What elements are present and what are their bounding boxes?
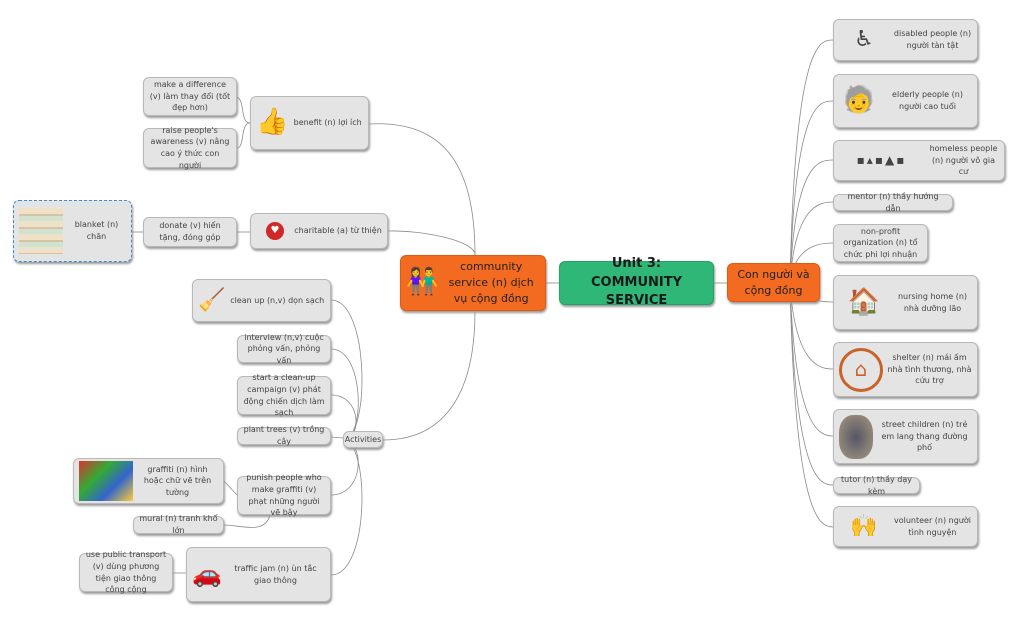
traffic-jam-node[interactable]: 🚗 traffic jam (n) ùn tắc giao thông [186,547,331,602]
clean-up-icon: 🧹 [198,287,226,313]
raised-hands-icon: 🙌 [850,513,878,539]
blanket-label: blanket (n) chăn [74,220,119,241]
disabled-people-label: disabled people (n) người tàn tật [893,29,972,50]
thumbs-up-icon: 👍 [256,107,289,138]
punish-node[interactable]: punish people who make graffiti (v) phạt… [237,473,331,517]
elderly-person-icon: 🧓 [842,85,876,116]
interview-node[interactable]: interview (n,v) cuộc phỏng vấn, phỏng vấ… [237,333,331,365]
nursing-home-label: nursing home (n) nhà dưỡng lão [897,291,968,313]
mentor-label: mentor (n) thầy hướng dẫn [847,191,939,213]
shelter-icon: ⌂ [839,347,883,392]
volunteer-node[interactable]: 🙌 volunteer (n) người tình nguyện [833,506,978,547]
graffiti-icon [79,461,133,501]
raise-awareness-label: raise people's awareness (v) nâng cao ý … [150,125,230,170]
public-transport-label: use public transport (v) dùng phương tiệ… [85,550,167,595]
shelter-node[interactable]: ⌂shelter (n) mái ấm nhà tình thương, nhà… [833,342,978,397]
volunteer-label: volunteer (n) người tình nguyện [894,515,971,537]
street-children-label: street children (n) trẻ em lang thang đư… [881,420,968,453]
clean-up-label: clean up (n,v) dọn sạch [230,295,325,305]
shelter-label: shelter (n) mái ấm nhà tình thương, nhà … [887,353,972,386]
punish-label: punish people who make graffiti (v) phạt… [246,473,322,518]
traffic-jam-icon: 🚗 [192,560,222,589]
people-circle-icon: 👫 [406,267,439,298]
campaign-node[interactable]: start a clean-up campaign (v) phát động … [237,373,331,417]
community-service-node[interactable]: 👫 community service (n) dịch vụ cộng đồn… [400,255,546,311]
homeless-people-node[interactable]: ▪▴▪▲▪ homeless people (n) người vô gia cư [833,140,1005,181]
clean-up-node[interactable]: 🧹 clean up (n,v) dọn sạch [192,279,331,322]
homeless-people-label: homeless people (n) người vô gia cư [929,144,998,177]
activities-label: Activities [344,434,382,444]
charitable-label: charitable (a) từ thiện [294,226,382,236]
make-difference-label: make a difference (v) làm thay đổi (tốt … [149,80,231,113]
make-difference-node[interactable]: make a difference (v) làm thay đổi (tốt … [143,77,237,116]
people-community-node[interactable]: Con người và cộng đồng [727,263,820,302]
mural-label: mural (n) tranh khổ lớn [139,514,218,535]
donate-node[interactable]: donate (v) hiến tặng, đóng góp [143,217,237,247]
benefit-label: benefit (n) lợi ích [293,118,362,128]
non-profit-node[interactable]: non-profit organization (n) tổ chức phi … [833,224,928,262]
people-community-label: Con người và cộng đồng [737,267,810,297]
plant-trees-label: plant trees (v) trồng cây [243,425,325,446]
donate-label: donate (v) hiến tặng, đóng góp [159,221,221,242]
charitable-node[interactable]: ♥ charitable (a) từ thiện [250,213,388,249]
elderly-people-label: elderly people (n) người cao tuổi [892,90,963,111]
non-profit-label: non-profit organization (n) tổ chức phi … [843,226,918,259]
mural-node[interactable]: mural (n) tranh khổ lớn [133,514,224,535]
mentor-node[interactable]: mentor (n) thầy hướng dẫn [833,191,953,213]
street-child-icon [839,414,873,459]
plant-trees-node[interactable]: plant trees (v) trồng cây [237,425,331,446]
elderly-people-node[interactable]: 🧓 elderly people (n) người cao tuổi [833,74,978,128]
heart-hand-icon: ♥ [266,222,284,240]
homeless-icon: ▪▴▪▲▪ [856,152,907,167]
community-service-label: community service (n) dịch vụ cộng đồng [448,260,534,305]
disabled-people-node[interactable]: ♿ disabled people (n) người tàn tật [833,19,978,61]
raise-awareness-node[interactable]: raise people's awareness (v) nâng cao ý … [143,125,237,170]
interview-label: interview (n,v) cuộc phỏng vấn, phỏng vấ… [244,332,324,365]
benefit-node[interactable]: 👍 benefit (n) lợi ích [250,96,369,150]
graffiti-node[interactable]: graffiti (n) hình hoặc chữ vẽ trên tường [73,458,224,504]
traffic-jam-label: traffic jam (n) ùn tắc giao thông [234,563,317,585]
nursing-home-node[interactable]: 🏠 nursing home (n) nhà dưỡng lão [833,275,978,330]
central-title: Unit 3: COMMUNITY SERVICE [590,255,683,309]
tutor-label: tutor (n) thầy dạy kèm [840,474,913,496]
blanket-node[interactable]: blanket (n) chăn [13,200,132,262]
central-topic[interactable]: Unit 3: COMMUNITY SERVICE [559,256,714,308]
campaign-label: start a clean-up campaign (v) phát động … [243,373,325,418]
blanket-icon [19,208,63,254]
activities-node[interactable]: Activities [343,431,383,448]
wheelchair-icon: ♿ [854,27,874,53]
public-transport-node[interactable]: use public transport (v) dùng phương tiệ… [79,550,173,594]
tutor-node[interactable]: tutor (n) thầy dạy kèm [833,474,920,496]
nursing-home-icon: 🏠 [847,286,881,317]
graffiti-label: graffiti (n) hình hoặc chữ vẽ trên tường [143,464,212,497]
street-children-node[interactable]: street children (n) trẻ em lang thang đư… [833,409,978,464]
